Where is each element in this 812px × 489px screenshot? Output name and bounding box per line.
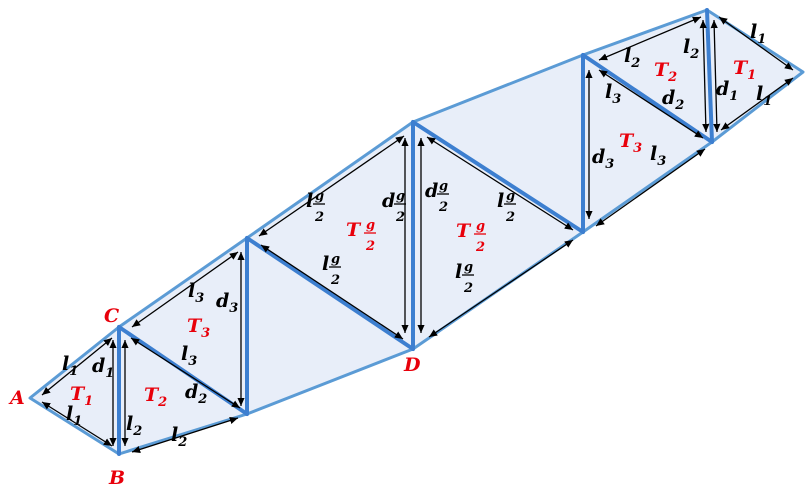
left-l1-label: l1 <box>62 353 78 379</box>
svg-text:T: T <box>346 219 362 241</box>
middle-lg2-label-3: l g 2 <box>497 189 516 225</box>
right-t2-label: T2 <box>654 59 677 85</box>
left-l2-label-2: l2 <box>171 424 187 450</box>
svg-text:2: 2 <box>475 240 485 255</box>
svg-text:g: g <box>506 189 515 204</box>
right-d2-label: d2 <box>662 87 684 113</box>
right-l1-label: l1 <box>750 21 766 47</box>
right-l2-label-2: l2 <box>683 36 699 62</box>
right-l3-label-2: l3 <box>650 143 666 169</box>
right-labels: T1 T2 T3 l1 l1 d1 l2 l2 d2 l3 l3 d3 <box>592 21 772 172</box>
middle-lg2-label-2: l g 2 <box>322 252 341 288</box>
svg-text:l: l <box>306 190 313 212</box>
svg-text:2: 2 <box>395 210 405 225</box>
svg-text:g: g <box>315 189 324 204</box>
left-t1-label: T1 <box>70 383 93 409</box>
point-c-label: C <box>104 305 119 327</box>
middle-dg2-label-1: d g 2 <box>382 189 406 225</box>
point-d-label: D <box>403 354 421 376</box>
left-labels: T1 T2 T3 l1 l1 d1 l2 l2 d2 l3 l3 d3 <box>62 280 238 450</box>
right-t1-label: T1 <box>733 57 756 83</box>
right-t3-label: T3 <box>619 130 642 156</box>
dimension-arrows <box>41 16 794 453</box>
middle-lg2-label-4: l g 2 <box>455 260 474 296</box>
svg-text:d: d <box>425 180 438 202</box>
svg-text:g: g <box>476 219 485 234</box>
svg-text:l: l <box>455 261 462 283</box>
svg-text:g: g <box>439 179 448 194</box>
svg-text:g: g <box>464 260 473 275</box>
left-d1-label: d1 <box>92 355 114 381</box>
left-d3-label: d3 <box>216 290 238 316</box>
middle-dg2-label-2: d g 2 <box>425 179 449 215</box>
left-d2-label: d2 <box>185 381 207 407</box>
point-b-label: B <box>108 467 125 489</box>
svg-text:d: d <box>382 190 395 212</box>
left-t3-label: T3 <box>187 315 210 341</box>
right-d3-label: d3 <box>592 146 614 172</box>
svg-text:g: g <box>396 189 405 204</box>
left-l3-label: l3 <box>188 280 204 306</box>
svg-text:2: 2 <box>365 239 375 254</box>
left-l2-label: l2 <box>126 413 142 439</box>
right-l1-label-2: l1 <box>756 83 772 109</box>
svg-text:2: 2 <box>438 200 448 215</box>
middle-labels: T g 2 T g 2 l g 2 d g 2 l g 2 <box>306 179 516 296</box>
svg-text:l: l <box>322 253 329 275</box>
left-l3-label-2: l3 <box>181 343 197 369</box>
svg-text:2: 2 <box>463 281 473 296</box>
svg-text:2: 2 <box>330 273 340 288</box>
svg-text:2: 2 <box>505 210 515 225</box>
middle-tg2-label-left: T g 2 <box>346 218 376 254</box>
svg-text:2: 2 <box>314 210 324 225</box>
svg-text:T: T <box>456 220 472 242</box>
svg-text:l: l <box>497 190 504 212</box>
middle-tg2-label-right: T g 2 <box>456 219 486 255</box>
left-t2-label: T2 <box>144 384 167 410</box>
svg-text:g: g <box>331 252 340 267</box>
right-l3-label: l3 <box>605 81 621 107</box>
middle-lg2-label-1: l g 2 <box>306 189 325 225</box>
right-d1-label: d1 <box>716 78 738 104</box>
svg-text:g: g <box>366 218 375 233</box>
point-a-label: A <box>8 387 25 409</box>
vertex-labels: A B C D <box>8 305 421 489</box>
right-l2-label: l2 <box>624 45 640 71</box>
left-l1-label-2: l1 <box>66 403 82 429</box>
